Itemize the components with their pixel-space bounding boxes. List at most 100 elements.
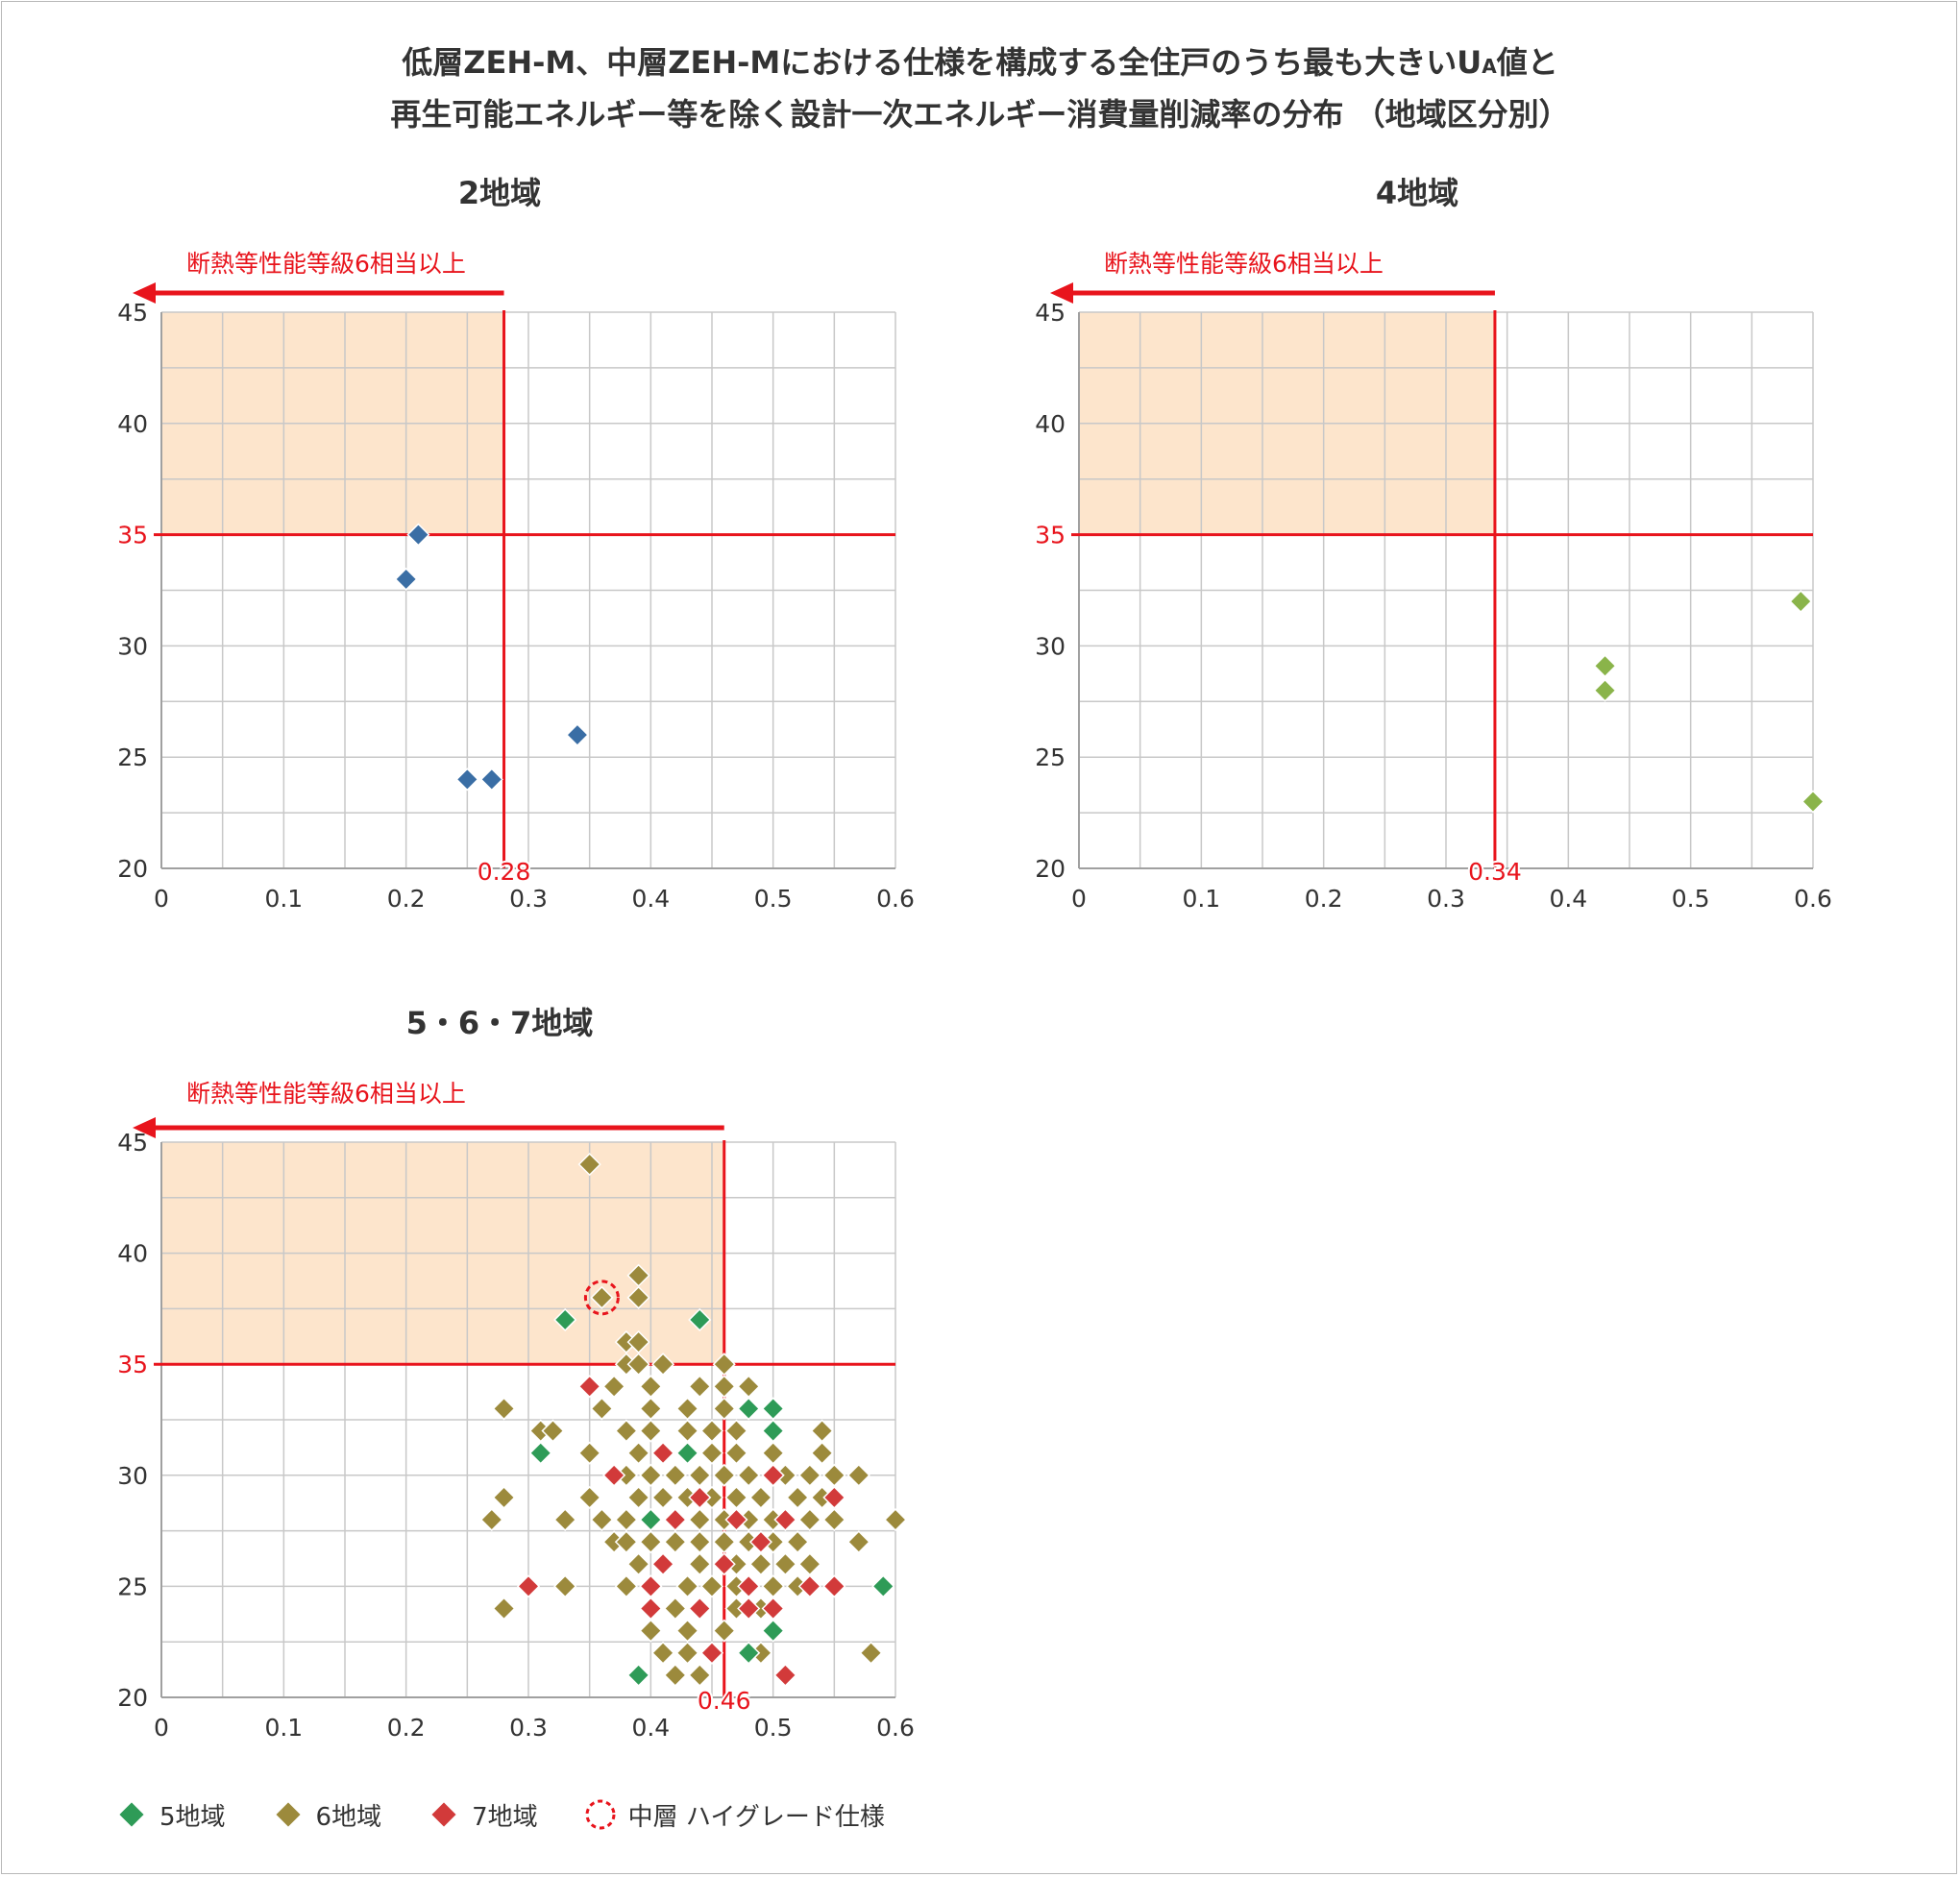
y-tick-label: 25 <box>117 743 148 771</box>
data-point <box>724 1419 748 1443</box>
data-point <box>699 1419 724 1443</box>
y-tick-label: 45 <box>1035 299 1066 327</box>
title-subscript: A <box>1482 55 1497 78</box>
y-tick-label: 30 <box>117 1462 148 1490</box>
x-tick-label: 0.3 <box>509 1714 548 1742</box>
data-point <box>859 1641 883 1665</box>
legend-label-zone6: 6地域 <box>315 1802 382 1832</box>
figure-title-line-1: 低層ZEH-M、中層ZEH-Mにおける仕様を構成する全住戸のうち最も大きいUA値… <box>0 38 1960 86</box>
data-point <box>712 1552 736 1576</box>
x-tick-label: 0.4 <box>631 1714 670 1742</box>
x-tick-label: 0.5 <box>754 885 793 913</box>
data-point <box>455 768 479 792</box>
data-point <box>810 1419 834 1443</box>
x-tick-label: 0.1 <box>264 885 303 913</box>
data-point <box>699 1574 724 1598</box>
data-point <box>724 1507 748 1532</box>
legend-diamond-icon <box>116 1799 147 1830</box>
data-point <box>492 1397 516 1421</box>
data-point <box>846 1530 870 1554</box>
x-tick-label: 0.1 <box>1182 885 1220 913</box>
data-point <box>797 1574 821 1598</box>
data-point <box>541 1419 565 1443</box>
x-tick-label: 0.6 <box>876 885 915 913</box>
data-point <box>602 1375 626 1399</box>
data-point <box>712 1530 736 1554</box>
data-point <box>590 1397 614 1421</box>
chart-title: 4地域 <box>1376 175 1458 211</box>
data-point <box>712 1463 736 1487</box>
data-point <box>651 1641 675 1665</box>
x-tick-label: 0.2 <box>387 1714 426 1742</box>
threshold-x-label: 0.46 <box>698 1687 751 1715</box>
data-point <box>675 1619 699 1643</box>
data-point <box>810 1441 834 1465</box>
data-point <box>639 1463 663 1487</box>
data-point <box>663 1463 687 1487</box>
data-point <box>748 1530 772 1554</box>
data-point <box>626 1663 650 1687</box>
data-point <box>663 1530 687 1554</box>
data-point <box>590 1507 614 1532</box>
data-point <box>675 1574 699 1598</box>
data-point <box>773 1663 797 1687</box>
data-point <box>822 1574 846 1598</box>
data-point <box>406 523 430 547</box>
data-point <box>688 1663 712 1687</box>
data-point <box>688 1307 712 1332</box>
data-point <box>651 1552 675 1576</box>
data-point <box>639 1619 663 1643</box>
y-tick-label: 25 <box>1035 743 1066 771</box>
data-point <box>712 1619 736 1643</box>
data-point <box>761 1441 785 1465</box>
legend-item-zone6: 6地域 <box>272 1797 382 1833</box>
data-point <box>663 1597 687 1621</box>
data-point <box>639 1530 663 1554</box>
data-point <box>553 1307 577 1332</box>
x-tick-label: 0 <box>154 1714 169 1742</box>
data-point <box>614 1507 638 1532</box>
data-point <box>822 1485 846 1509</box>
data-point <box>797 1552 821 1576</box>
data-point <box>590 1285 614 1309</box>
data-point <box>639 1397 663 1421</box>
data-point <box>602 1463 626 1487</box>
x-tick-label: 0.5 <box>1672 885 1710 913</box>
data-point <box>688 1375 712 1399</box>
data-point <box>479 1507 503 1532</box>
y-tick-label: 20 <box>1035 855 1066 883</box>
threshold-x-label: 0.28 <box>478 858 531 886</box>
x-tick-label: 0.6 <box>1794 885 1832 913</box>
data-point <box>761 1419 785 1443</box>
data-point <box>553 1507 577 1532</box>
x-tick-label: 0.2 <box>1305 885 1343 913</box>
data-point <box>626 1330 650 1354</box>
data-point <box>699 1641 724 1665</box>
legend-label-zone7: 7地域 <box>472 1802 538 1832</box>
data-point <box>737 1375 761 1399</box>
legend-item-zone7: 7地域 <box>428 1797 538 1833</box>
data-point <box>626 1285 650 1309</box>
data-point <box>626 1485 650 1509</box>
arrow-label: 断熱等性能等級6相当以上 <box>186 1080 466 1108</box>
data-point <box>688 1530 712 1554</box>
arrow-head-icon <box>133 282 156 304</box>
data-point <box>516 1574 541 1598</box>
data-point <box>822 1507 846 1532</box>
data-point <box>786 1530 810 1554</box>
threshold-y-label: 35 <box>117 522 148 549</box>
data-point <box>737 1397 761 1421</box>
data-point <box>737 1574 761 1598</box>
y-tick-label: 20 <box>117 855 148 883</box>
data-point <box>773 1507 797 1532</box>
data-point <box>761 1463 785 1487</box>
data-point <box>577 1375 601 1399</box>
y-tick-label: 25 <box>117 1572 148 1600</box>
data-point <box>663 1663 687 1687</box>
data-point <box>577 1153 601 1177</box>
data-point <box>1593 678 1617 702</box>
